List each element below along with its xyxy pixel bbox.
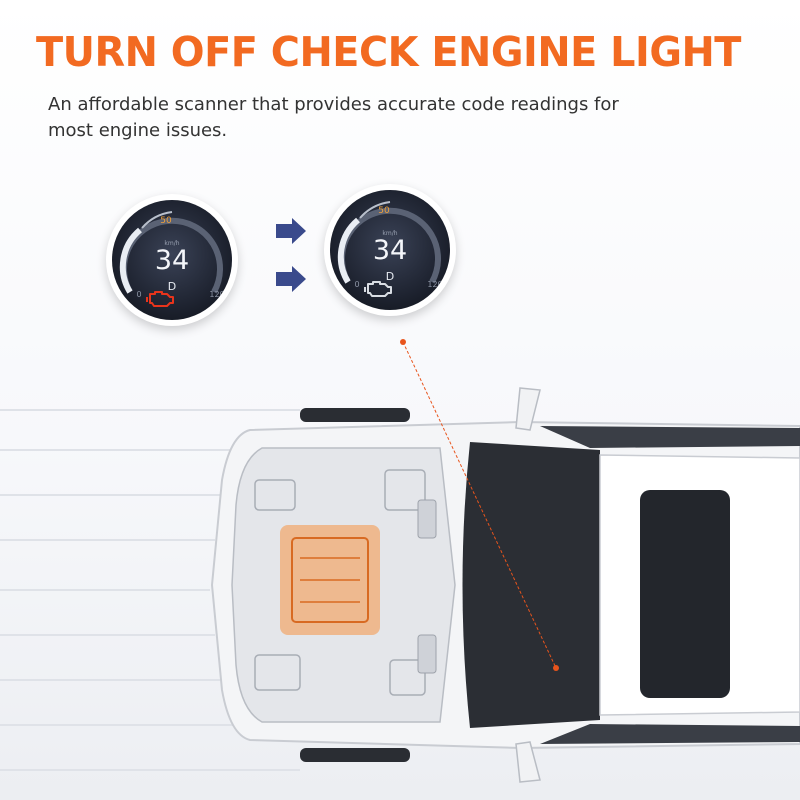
check-engine-icon <box>146 291 174 307</box>
gauge-min: 0 <box>354 280 360 289</box>
arrow-right-icon <box>276 218 306 244</box>
gauge-max: 120 <box>209 290 225 299</box>
gauge-face: 50 km/h 34 D 0 120 <box>330 190 450 310</box>
headline: TURN OFF CHECK ENGINE LIGHT <box>36 28 741 76</box>
gauge-unit: km/h <box>164 240 180 247</box>
dashboard-gauge-before: 50 km/h 34 D 0 120 <box>106 194 238 326</box>
gauge-top-mark: 50 <box>378 206 390 216</box>
car-illustration <box>0 339 800 783</box>
arrow-right-icon <box>276 266 306 292</box>
motion-streaks <box>0 409 300 771</box>
gauge-speed: 34 <box>154 245 190 276</box>
gauge-speed: 34 <box>372 235 408 266</box>
check-engine-icon <box>364 281 392 297</box>
gauge-top-mark: 50 <box>160 216 172 226</box>
subtitle: An affordable scanner that provides accu… <box>48 94 619 141</box>
gauge-gear: D <box>385 270 395 283</box>
gauge-face: 50 km/h 34 D 0 120 <box>112 200 232 320</box>
gauge-min: 0 <box>136 290 142 299</box>
gauge-gear: D <box>167 280 177 293</box>
gauge-max: 120 <box>427 280 443 289</box>
gauge-unit: km/h <box>382 230 398 237</box>
dashboard-gauge-after: 50 km/h 34 D 0 120 <box>324 184 456 316</box>
